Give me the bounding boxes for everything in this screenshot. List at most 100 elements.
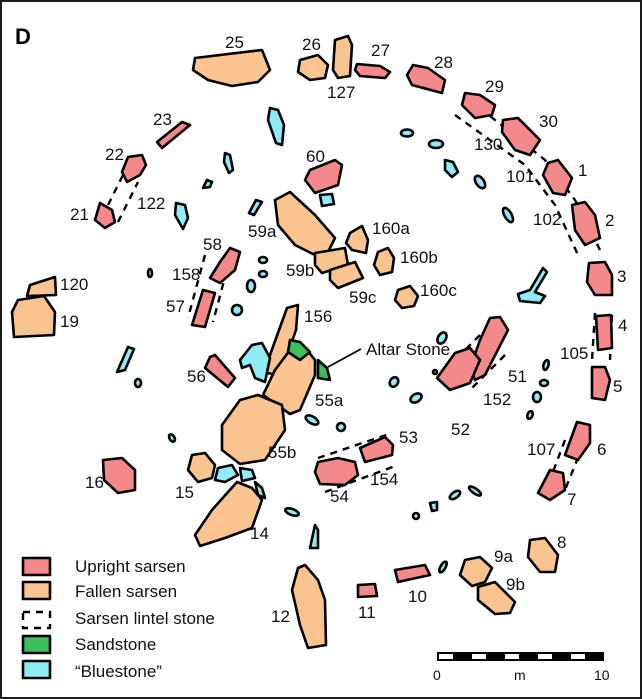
label-4: 4 <box>618 316 627 335</box>
bluestone <box>411 511 421 521</box>
bluestone <box>238 341 272 384</box>
lintel-158 <box>186 254 232 323</box>
label-60: 60 <box>306 147 325 166</box>
label-55a: 55a <box>315 391 344 410</box>
scale-bar-segment <box>472 654 486 659</box>
stone-14 <box>193 480 264 548</box>
bluestone <box>133 377 143 389</box>
stone-127 <box>331 34 354 80</box>
bluestone <box>304 414 320 426</box>
bluestone <box>427 138 445 150</box>
legend-swatch-bluestone <box>21 659 52 680</box>
stone-160b <box>372 246 396 277</box>
stone-25 <box>191 48 272 88</box>
bluestone <box>531 390 543 404</box>
label-127: 127 <box>327 83 355 102</box>
label-26: 26 <box>302 35 321 54</box>
label-28: 28 <box>434 53 453 72</box>
label-154: 154 <box>370 470 398 489</box>
stone-22 <box>120 153 148 184</box>
stone-56 <box>203 353 237 389</box>
stone-58 <box>208 246 242 285</box>
stone-9b <box>476 580 517 616</box>
label-3: 3 <box>617 267 626 286</box>
panel-label: D <box>15 24 31 49</box>
bluestone <box>284 507 300 517</box>
bluestone <box>318 192 336 208</box>
label-160c: 160c <box>420 281 457 300</box>
stone-7 <box>536 468 567 502</box>
label-8: 8 <box>557 533 566 552</box>
scale-bar-segment <box>538 654 552 659</box>
bluestone <box>245 278 257 294</box>
bluestones <box>115 106 551 574</box>
stone-11 <box>356 582 379 599</box>
label-11: 11 <box>358 603 376 622</box>
label-1: 1 <box>578 161 587 180</box>
bluestone <box>516 266 549 305</box>
stone-15 <box>186 451 217 484</box>
label-57: 57 <box>166 297 185 316</box>
label-122: 122 <box>137 194 165 213</box>
stone-19 <box>10 294 57 339</box>
bluestone <box>438 560 448 574</box>
bluestone <box>257 255 269 265</box>
stone-160a <box>344 224 370 255</box>
scale-bar-segment <box>571 654 585 659</box>
bluestone <box>436 331 448 345</box>
stone-21 <box>93 201 117 230</box>
stone-54 <box>313 456 360 487</box>
scale-bar: 0 m 10 <box>433 652 610 683</box>
stone-5 <box>590 365 612 402</box>
stone-160c <box>393 284 420 310</box>
label-160b: 160b <box>400 248 438 267</box>
fallen-sarsens <box>10 34 560 650</box>
stone-1 <box>541 158 574 197</box>
label-59b: 59b <box>286 261 314 280</box>
stone-6 <box>563 420 592 462</box>
label-107: 107 <box>527 440 555 459</box>
label-152: 152 <box>483 390 511 409</box>
stone-4 <box>594 313 614 352</box>
bluestone <box>247 198 264 217</box>
scale-unit-label: m <box>514 667 526 683</box>
legend: Upright sarsen Fallen sarsen Sarsen lint… <box>21 556 215 681</box>
altar-stone-label: Altar Stone <box>366 340 450 359</box>
bluestone <box>501 206 515 224</box>
label-120: 120 <box>60 275 88 294</box>
label-160a: 160a <box>372 219 410 238</box>
stone-26 <box>296 53 330 82</box>
legend-swatch-sandstone <box>21 634 52 655</box>
legend-swatch-lintel <box>21 610 52 630</box>
label-5: 5 <box>613 377 622 396</box>
stone-10 <box>393 563 432 584</box>
bluestone <box>473 174 487 190</box>
label-22: 22 <box>105 145 124 164</box>
label-52: 52 <box>451 420 470 439</box>
label-53: 53 <box>399 428 418 447</box>
bluestone <box>230 303 244 317</box>
legend-label-upright: Upright sarsen <box>75 557 186 576</box>
label-16: 16 <box>85 473 104 492</box>
bluestone <box>213 463 240 484</box>
bluestone <box>167 433 177 443</box>
bluestone <box>257 269 269 279</box>
label-56: 56 <box>187 367 206 386</box>
label-2: 2 <box>605 211 614 230</box>
label-51: 51 <box>508 367 527 386</box>
bluestone <box>467 485 483 497</box>
label-58: 58 <box>203 235 222 254</box>
bluestone <box>201 178 214 190</box>
altar-stone-lower <box>316 358 332 382</box>
bluestone <box>253 480 267 500</box>
bluestone <box>525 409 535 421</box>
label-105: 105 <box>560 344 588 363</box>
stone-9a <box>458 555 494 588</box>
altar-stone-pointer <box>327 348 362 368</box>
legend-label-sandstone: Sandstone <box>75 635 156 654</box>
bluestone <box>335 421 347 433</box>
bluestone <box>541 358 551 372</box>
scale-bar-segment <box>505 654 519 659</box>
stone-8 <box>526 536 560 574</box>
